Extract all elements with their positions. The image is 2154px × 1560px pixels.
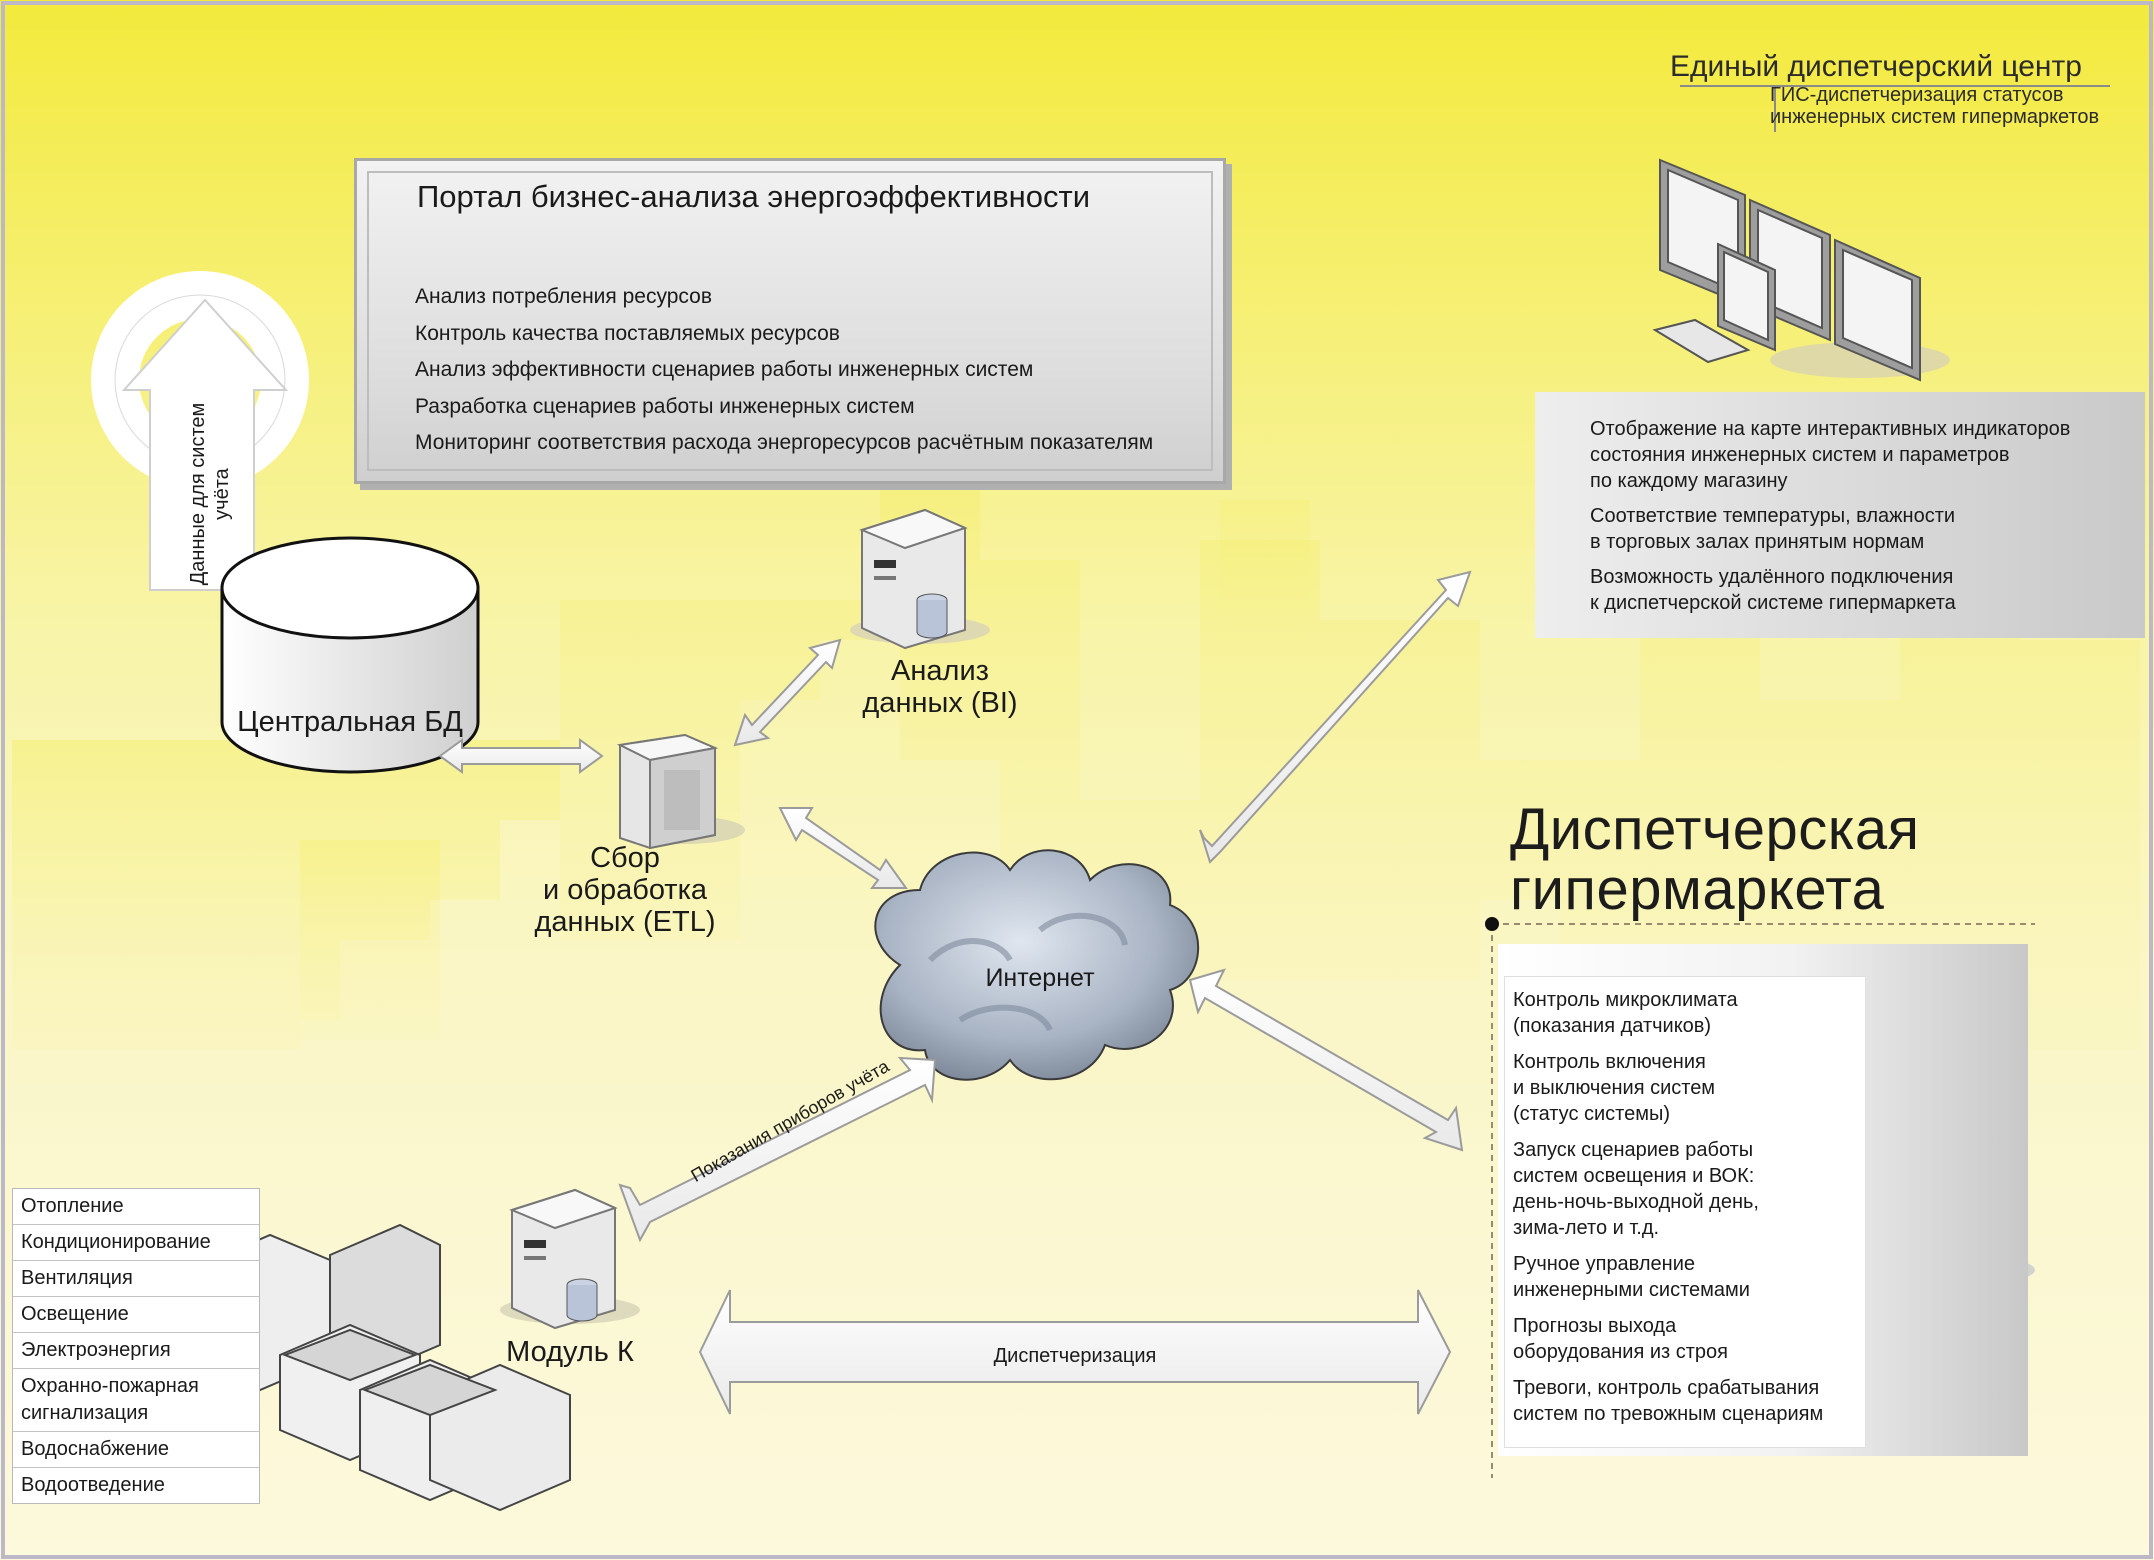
module-k-server-icon xyxy=(500,1188,640,1330)
edc-list: Отображение на карте интерактивных индик… xyxy=(1590,416,2070,625)
dispatch-list: Контроль микроклимата (показания датчико… xyxy=(1504,976,1866,1448)
edc-subtitle: ГИС-диспетчеризация статусов инженерных … xyxy=(1770,84,2100,128)
list-item: Освещение xyxy=(13,1297,259,1333)
edc-panel: Отображение на карте интерактивных индик… xyxy=(1535,392,2145,638)
list-item: Анализ эффективности сценариев работы ин… xyxy=(415,358,1034,381)
store-buildings-icon xyxy=(199,1223,571,1512)
edc-header: Единый диспетчерский центр ГИС-диспетчер… xyxy=(1670,50,2099,128)
portal-title: Портал бизнес-анализа энергоэффективност… xyxy=(417,179,1091,214)
database-icon xyxy=(220,536,480,774)
list-item: Ручное управление инженерными системами xyxy=(1513,1253,1750,1301)
internet-label: Интернет xyxy=(985,964,1095,992)
dispatching-label: Диспетчеризация xyxy=(993,1345,1157,1367)
bi-label: Анализ данных (BI) xyxy=(862,655,1018,719)
portal-panel: Портал бизнес-анализа энергоэффективност… xyxy=(354,158,1226,484)
list-item: Разработка сценариев работы инженерных с… xyxy=(415,394,915,418)
list-item: Соответствие температуры, влажности в то… xyxy=(1590,505,1956,553)
circular-arrow-icon xyxy=(91,271,309,591)
etl-label: Сбор и обработка данных (ETL) xyxy=(534,842,716,938)
list-item: Электроэнергия xyxy=(13,1333,259,1369)
module-k-label: Модуль К xyxy=(506,1336,634,1368)
list-item: Отображение на карте интерактивных индик… xyxy=(1590,418,2071,492)
list-item: Охранно-пожарная сигнализация xyxy=(13,1369,259,1432)
dispatch-title: Диспетчерская гипермаркета xyxy=(1510,797,1920,922)
list-item: Контроль включения и выключения систем (… xyxy=(1513,1051,1716,1125)
list-item: Вентиляция xyxy=(13,1261,259,1297)
arrows xyxy=(438,570,1472,1415)
systems-list: Отопление Кондиционирование Вентиляция О… xyxy=(12,1188,260,1504)
list-item: Водоотведение xyxy=(21,1474,165,1496)
list-item: Мониторинг соответствия расхода энергоре… xyxy=(415,431,1154,454)
bi-server-icon xyxy=(850,508,990,650)
monitor-cluster-icon xyxy=(1652,158,1950,382)
portal-list: Анализ потребления ресурсов Контроль кач… xyxy=(415,279,1153,462)
list-item: Кондиционирование xyxy=(13,1225,259,1261)
list-item: Контроль качества поставляемых ресурсов xyxy=(415,321,840,345)
list-item: Тревоги, контроль срабатывания систем по… xyxy=(1513,1377,1824,1425)
list-item: Анализ потребления ресурсов xyxy=(415,285,712,308)
central-db-label: Центральная БД xyxy=(237,706,463,738)
list-item: Контроль микроклимата (показания датчико… xyxy=(1513,989,1738,1037)
list-item: Запуск сценариев работы систем освещения… xyxy=(1513,1139,1759,1239)
list-item: Водоснабжение xyxy=(13,1432,259,1468)
etl-server-icon xyxy=(616,733,745,850)
list-item: Прогнозы выхода оборудования из строя xyxy=(1513,1315,1728,1363)
accounting-data-label: Данные для систем учёта xyxy=(187,402,233,586)
list-item: Отопление xyxy=(13,1189,259,1225)
list-item: Возможность удалённого подключения к дис… xyxy=(1590,566,1956,614)
portal-inner-border xyxy=(367,171,1213,471)
edc-title: Единый диспетчерский центр xyxy=(1670,50,2082,83)
dispatch-anchor-dot xyxy=(1485,917,1499,931)
internet-cloud-icon xyxy=(874,849,1200,1081)
